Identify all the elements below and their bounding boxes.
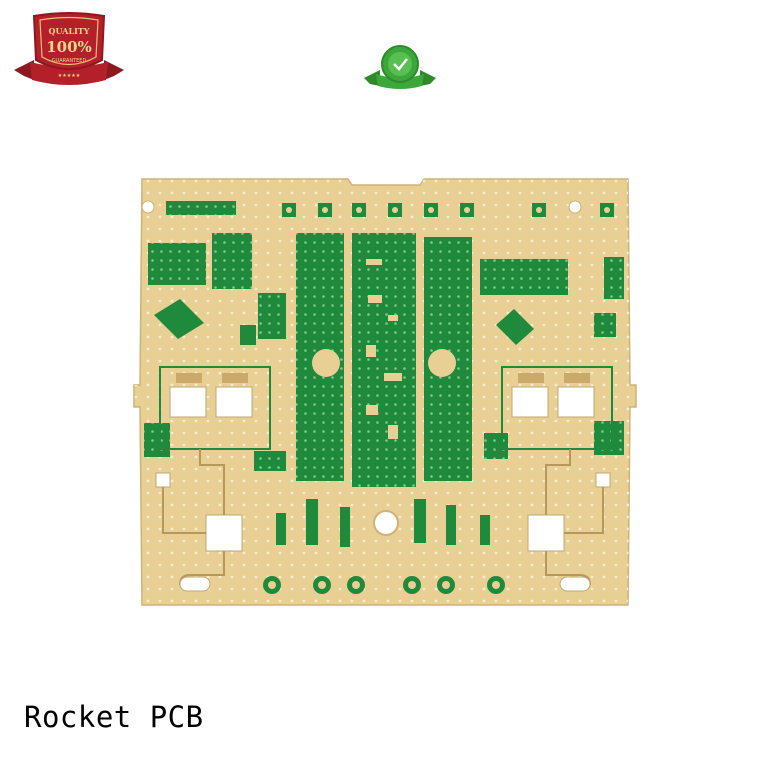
green-seal-badge: [358, 42, 442, 94]
svg-text:★★★★★: ★★★★★: [58, 73, 81, 79]
brand-name: Rocket PCB: [24, 700, 204, 734]
svg-text:QUALITY: QUALITY: [49, 26, 90, 36]
svg-text:GUARANTEED: GUARANTEED: [52, 58, 87, 64]
rf-pcb-board-image: [130, 175, 640, 610]
quality-guarantee-badge: QUALITY 100% GUARANTEED ★★★★★: [10, 10, 128, 92]
svg-text:100%: 100%: [46, 38, 92, 56]
